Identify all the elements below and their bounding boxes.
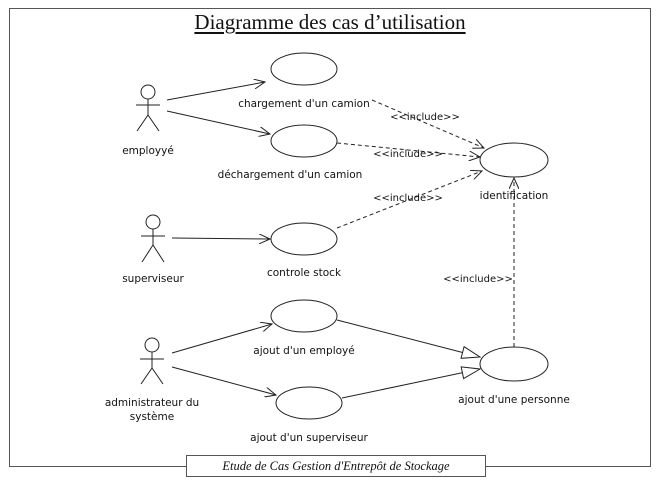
usecase-chargement: [270, 52, 338, 86]
usecase-ajout-superviseur-label: ajout d'un superviseur: [250, 432, 368, 444]
usecase-ajout-employe: [270, 299, 338, 333]
actor-administrateur: [140, 337, 164, 385]
actor-administrateur-label-line1: administrateur du: [105, 397, 199, 409]
include-controle-identification: [336, 171, 482, 229]
include-label-personne: <<include>>: [443, 274, 513, 285]
association-admin-ajout-employe: [171, 324, 272, 354]
association-superviseur-controle: [171, 238, 270, 239]
usecase-ajout-personne-label: ajout d'une personne: [458, 394, 570, 406]
include-label-chargement: <<include>>: [390, 112, 460, 123]
actor-left-leg: [136, 114, 149, 132]
actor-head: [145, 214, 161, 230]
include-chargement-identification: [371, 99, 484, 148]
usecase-ajout-superviseur: [275, 386, 343, 420]
actor-right-leg: [151, 367, 164, 385]
actor-head: [144, 337, 160, 353]
actor-right-leg: [147, 114, 160, 132]
footer-caption: Etude de Cas Gestion d'Entrepôt de Stock…: [186, 455, 486, 477]
actor-superviseur: [141, 214, 165, 263]
actor-head: [140, 84, 156, 100]
association-admin-ajout-superviseur: [171, 366, 276, 395]
include-label-controle: <<include>>: [373, 193, 443, 204]
include-dechargement-identification: [336, 142, 480, 157]
generalization-employe-personne: [336, 319, 480, 357]
actor-employe-label: employyé: [122, 145, 174, 157]
actor-employe: [136, 84, 160, 132]
actor-administrateur-label-line2: système: [130, 411, 174, 423]
usecase-controle-stock-label: controle stock: [267, 267, 342, 279]
generalization-superviseur-personne: [341, 369, 480, 399]
include-label-dechargement: <<include>>: [373, 149, 443, 160]
usecase-chargement-label: chargement d'un camion: [238, 98, 370, 110]
usecase-ajout-personne: [479, 346, 549, 382]
usecase-identification: [479, 142, 549, 178]
diagram-title: Diagramme des cas d’utilisation: [0, 10, 660, 35]
diagram-title-text: Diagramme des cas d’utilisation: [194, 10, 466, 34]
usecase-ajout-employe-label: ajout d'un employé: [253, 345, 354, 357]
association-employe-dechargement: [166, 110, 270, 134]
actor-left-leg: [140, 367, 153, 385]
actor-superviseur-label: superviseur: [122, 273, 184, 285]
actor-right-leg: [152, 244, 165, 263]
usecase-controle-stock: [270, 222, 338, 256]
usecase-dechargement-label: déchargement d'un camion: [218, 169, 363, 181]
association-employe-chargement: [166, 82, 265, 101]
actor-left-leg: [141, 244, 154, 263]
usecase-dechargement: [270, 124, 338, 158]
